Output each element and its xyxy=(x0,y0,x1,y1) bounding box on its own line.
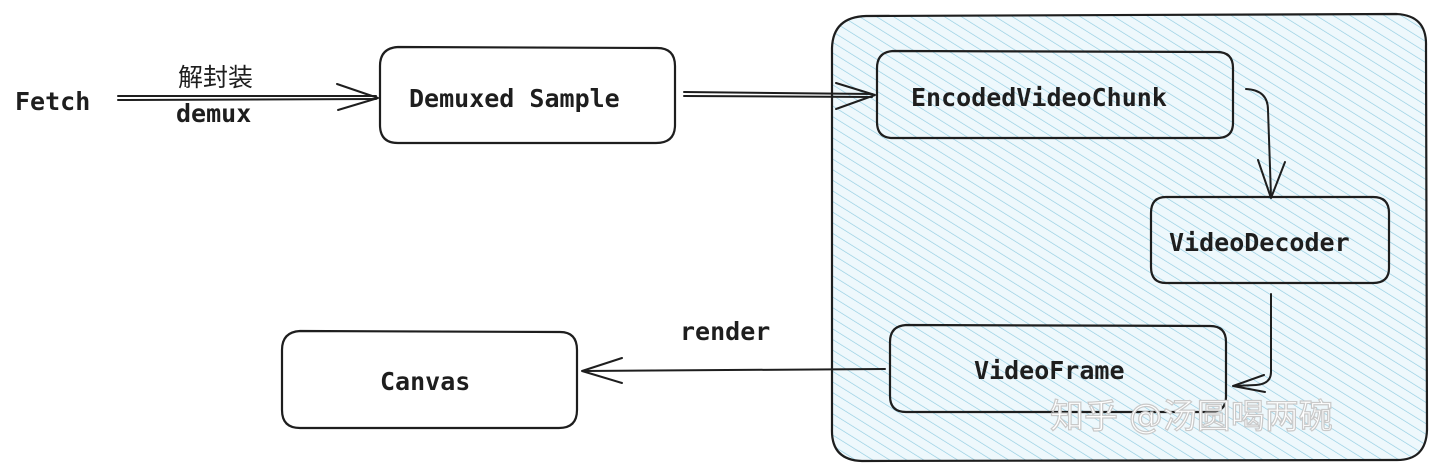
encoded-video-chunk-node: EncodedVideoChunk xyxy=(875,49,1235,140)
demux-en-label: demux xyxy=(176,99,251,128)
demux-cn-label: 解封装 xyxy=(178,63,253,92)
demuxed-sample-node: Demuxed Sample xyxy=(378,45,677,145)
arrow-frame-to-canvas xyxy=(581,357,886,384)
render-label: render xyxy=(680,317,770,346)
canvas-node: Canvas xyxy=(280,329,579,430)
arrow-decoder-to-frame xyxy=(1232,293,1272,393)
watermark-text: 知乎 @汤圆喝两碗 xyxy=(1050,397,1333,437)
demuxed-sample-label: Demuxed Sample xyxy=(409,84,620,113)
video-decoder-label: VideoDecoder xyxy=(1169,228,1350,257)
encoded-video-chunk-label: EncodedVideoChunk xyxy=(911,83,1167,112)
fetch-label: Fetch xyxy=(15,87,90,116)
arrow-fetch-to-demuxed xyxy=(117,83,379,111)
video-frame-node: VideoFrame xyxy=(888,323,1228,414)
canvas-label: Canvas xyxy=(380,367,470,396)
arrow-demuxed-to-encoded xyxy=(683,82,876,110)
video-frame-label: VideoFrame xyxy=(974,356,1125,385)
video-decoder-node: VideoDecoder xyxy=(1149,195,1391,285)
webcodecs-group xyxy=(830,12,1429,463)
